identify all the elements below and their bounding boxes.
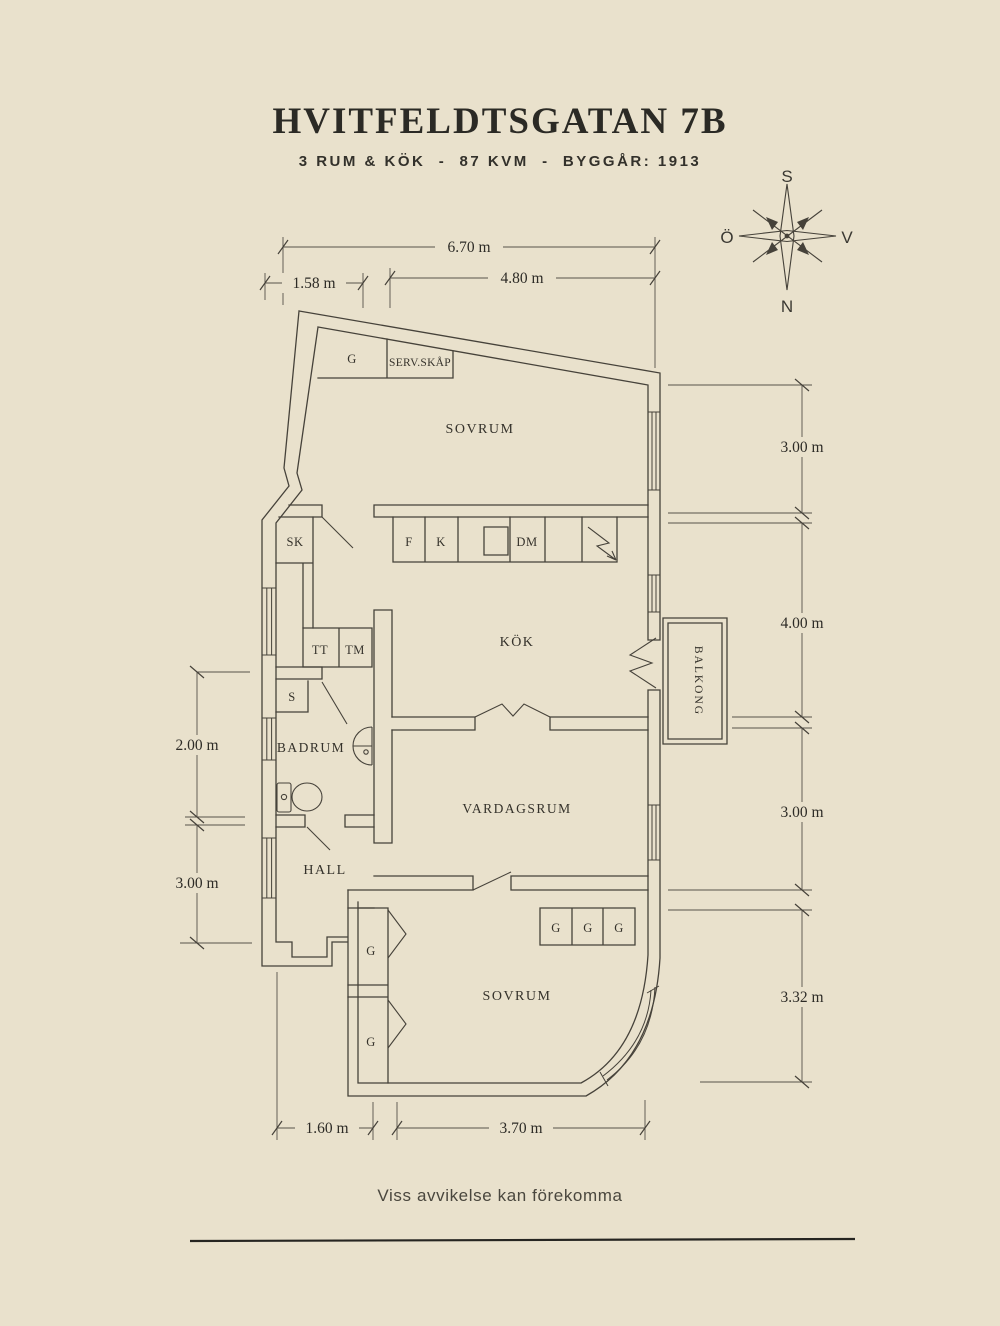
hall-label: HALL <box>303 863 346 878</box>
bedroom-bottom-door-leaf <box>472 871 512 891</box>
balcony-door-zigzag <box>628 637 657 689</box>
sink <box>352 726 373 766</box>
toilet <box>276 782 323 813</box>
wardrobe-door-2 <box>387 999 407 1049</box>
dishwasher-label: DM <box>516 535 537 549</box>
compass-north-label: N <box>781 297 793 316</box>
stove-symbol <box>587 526 617 561</box>
balcony-label: BALKONG <box>692 646 704 716</box>
washer-label: TM <box>345 643 365 657</box>
wardrobe-label-row-3: G <box>614 921 624 935</box>
dim-right-bottom: 3.32 m <box>780 989 823 1006</box>
cleaning-closet-label: SK <box>287 535 304 549</box>
dim-top-left: 1.58 m <box>292 275 335 292</box>
disclaimer-text: Viss avvikelse kan förekomma <box>377 1186 623 1205</box>
fridge-label: F <box>405 535 412 549</box>
linen-closet-label: S <box>288 690 295 704</box>
dryer-label: TT <box>312 643 328 657</box>
wardrobe-label-left-2: G <box>366 1035 376 1049</box>
interior-walls <box>275 338 649 1084</box>
door-symbols <box>306 516 657 1049</box>
windows <box>262 411 660 1087</box>
wardrobe-door-1 <box>387 909 407 959</box>
footer-divider <box>189 1237 856 1243</box>
dim-right-mid: 4.00 m <box>780 615 823 632</box>
page-title: HVITFELDTSGATAN 7B <box>272 101 728 142</box>
dim-right-lower: 3.00 m <box>780 804 823 821</box>
dimensions-left: 2.00 m 3.00 m <box>163 665 252 950</box>
living-room-opening-chevron <box>474 703 551 718</box>
freezer-label: K <box>436 535 446 549</box>
compass-arrowheads <box>766 217 809 255</box>
bedroom-top-label: SOVRUM <box>446 422 515 437</box>
curved-bay-window <box>599 985 660 1087</box>
living-room-label: VARDAGSRUM <box>462 801 571 816</box>
bathroom-bottom-door-leaf <box>306 826 331 851</box>
balcony <box>662 617 728 745</box>
bedroom-bottom-label: SOVRUM <box>483 989 552 1004</box>
compass-west-label: V <box>841 228 853 247</box>
dimensions-right: 3.00 m 4.00 m 3.00 m 3.32 m <box>668 378 836 1089</box>
bathroom-top-door-leaf <box>321 681 348 725</box>
wardrobe-label-left-1: G <box>366 944 376 958</box>
bathroom-fixtures <box>276 726 373 813</box>
dim-right-top: 3.00 m <box>780 439 823 456</box>
serving-cabinet-label: SERV.SKÅP <box>389 355 451 369</box>
dim-bottom-right: 3.70 m <box>499 1120 542 1137</box>
exterior-walls <box>261 310 661 1097</box>
bedroom-top-door-leaf <box>321 516 354 549</box>
room-labels: SOVRUM G SERV.SKÅP SK F K DM TT TM S KÖK… <box>277 352 704 1049</box>
wardrobe-label-top: G <box>347 352 357 366</box>
page-subtitle: 3 RUM & KÖK - 87 KVM - BYGGÅR: 1913 <box>298 153 702 170</box>
dim-left-lower: 3.00 m <box>175 875 218 892</box>
compass-rose: S Ö V N <box>720 167 853 316</box>
compass-south-label: S <box>781 167 792 186</box>
dim-bottom-left: 1.60 m <box>305 1120 348 1137</box>
dimensions-top: 6.70 m 1.58 m 4.80 m <box>259 237 661 368</box>
dimensions-bottom: 1.60 m 3.70 m <box>271 972 651 1140</box>
wardrobe-label-row-2: G <box>583 921 593 935</box>
bathroom-label: BADRUM <box>277 740 345 755</box>
dim-top-total: 6.70 m <box>447 239 490 256</box>
dim-left-upper: 2.00 m <box>175 737 218 754</box>
wardrobe-label-row-1: G <box>551 921 561 935</box>
header: HVITFELDTSGATAN 7B 3 RUM & KÖK - 87 KVM … <box>0 103 1000 170</box>
kitchen-label: KÖK <box>500 633 535 650</box>
dim-top-right: 4.80 m <box>500 270 543 287</box>
compass-east-label: Ö <box>720 228 733 247</box>
